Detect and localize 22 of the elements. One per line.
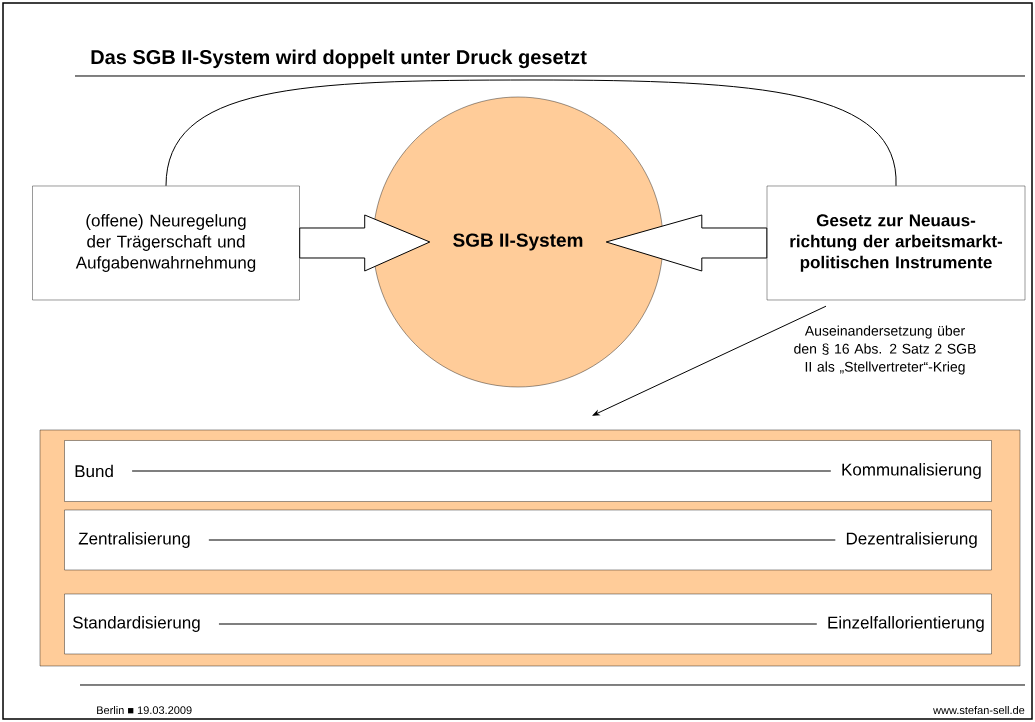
- text-box: (offene) Neuregelung der Trägerschaft und Aufgabenwahrnehmung: [32, 185, 300, 301]
- title: Das SGB II-System wird doppelt unter Druck gesetzt: [91, 49, 587, 69]
- row-label: Bund: [75, 464, 113, 478]
- row-label: Dezentralisierung: [846, 532, 977, 548]
- row-box: [64, 593, 992, 655]
- text-box: Gesetz zur Neuaus-richtung der arbeitsmarkt-politischen Instrumente: [766, 185, 1026, 301]
- row-box: [64, 509, 992, 571]
- block-arrow: [605, 214, 768, 272]
- footer-text: Berlin ■ 19.03.2009: [97, 706, 192, 715]
- row-box: [64, 440, 992, 502]
- edge-label: Auseinandersetzung über den § 16 Abs. 2 Satz 2 SGB II als „Stellvertreter“-Krieg: [794, 325, 976, 375]
- row-label: Einzelfallorientierung: [828, 616, 984, 632]
- connector-line: [131, 470, 832, 472]
- row-label: Standardisierung: [73, 616, 200, 632]
- curved-connector: [165, 79, 897, 187]
- row-label: Kommunalisierung: [842, 463, 981, 479]
- connector-line: [218, 623, 818, 625]
- arrow: [592, 305, 827, 416]
- row-label: Zentralisierung: [78, 532, 190, 548]
- block-arrow: [299, 214, 431, 272]
- footer-text: www.stefan-sell.de: [933, 706, 1025, 715]
- connector-line: [208, 539, 836, 541]
